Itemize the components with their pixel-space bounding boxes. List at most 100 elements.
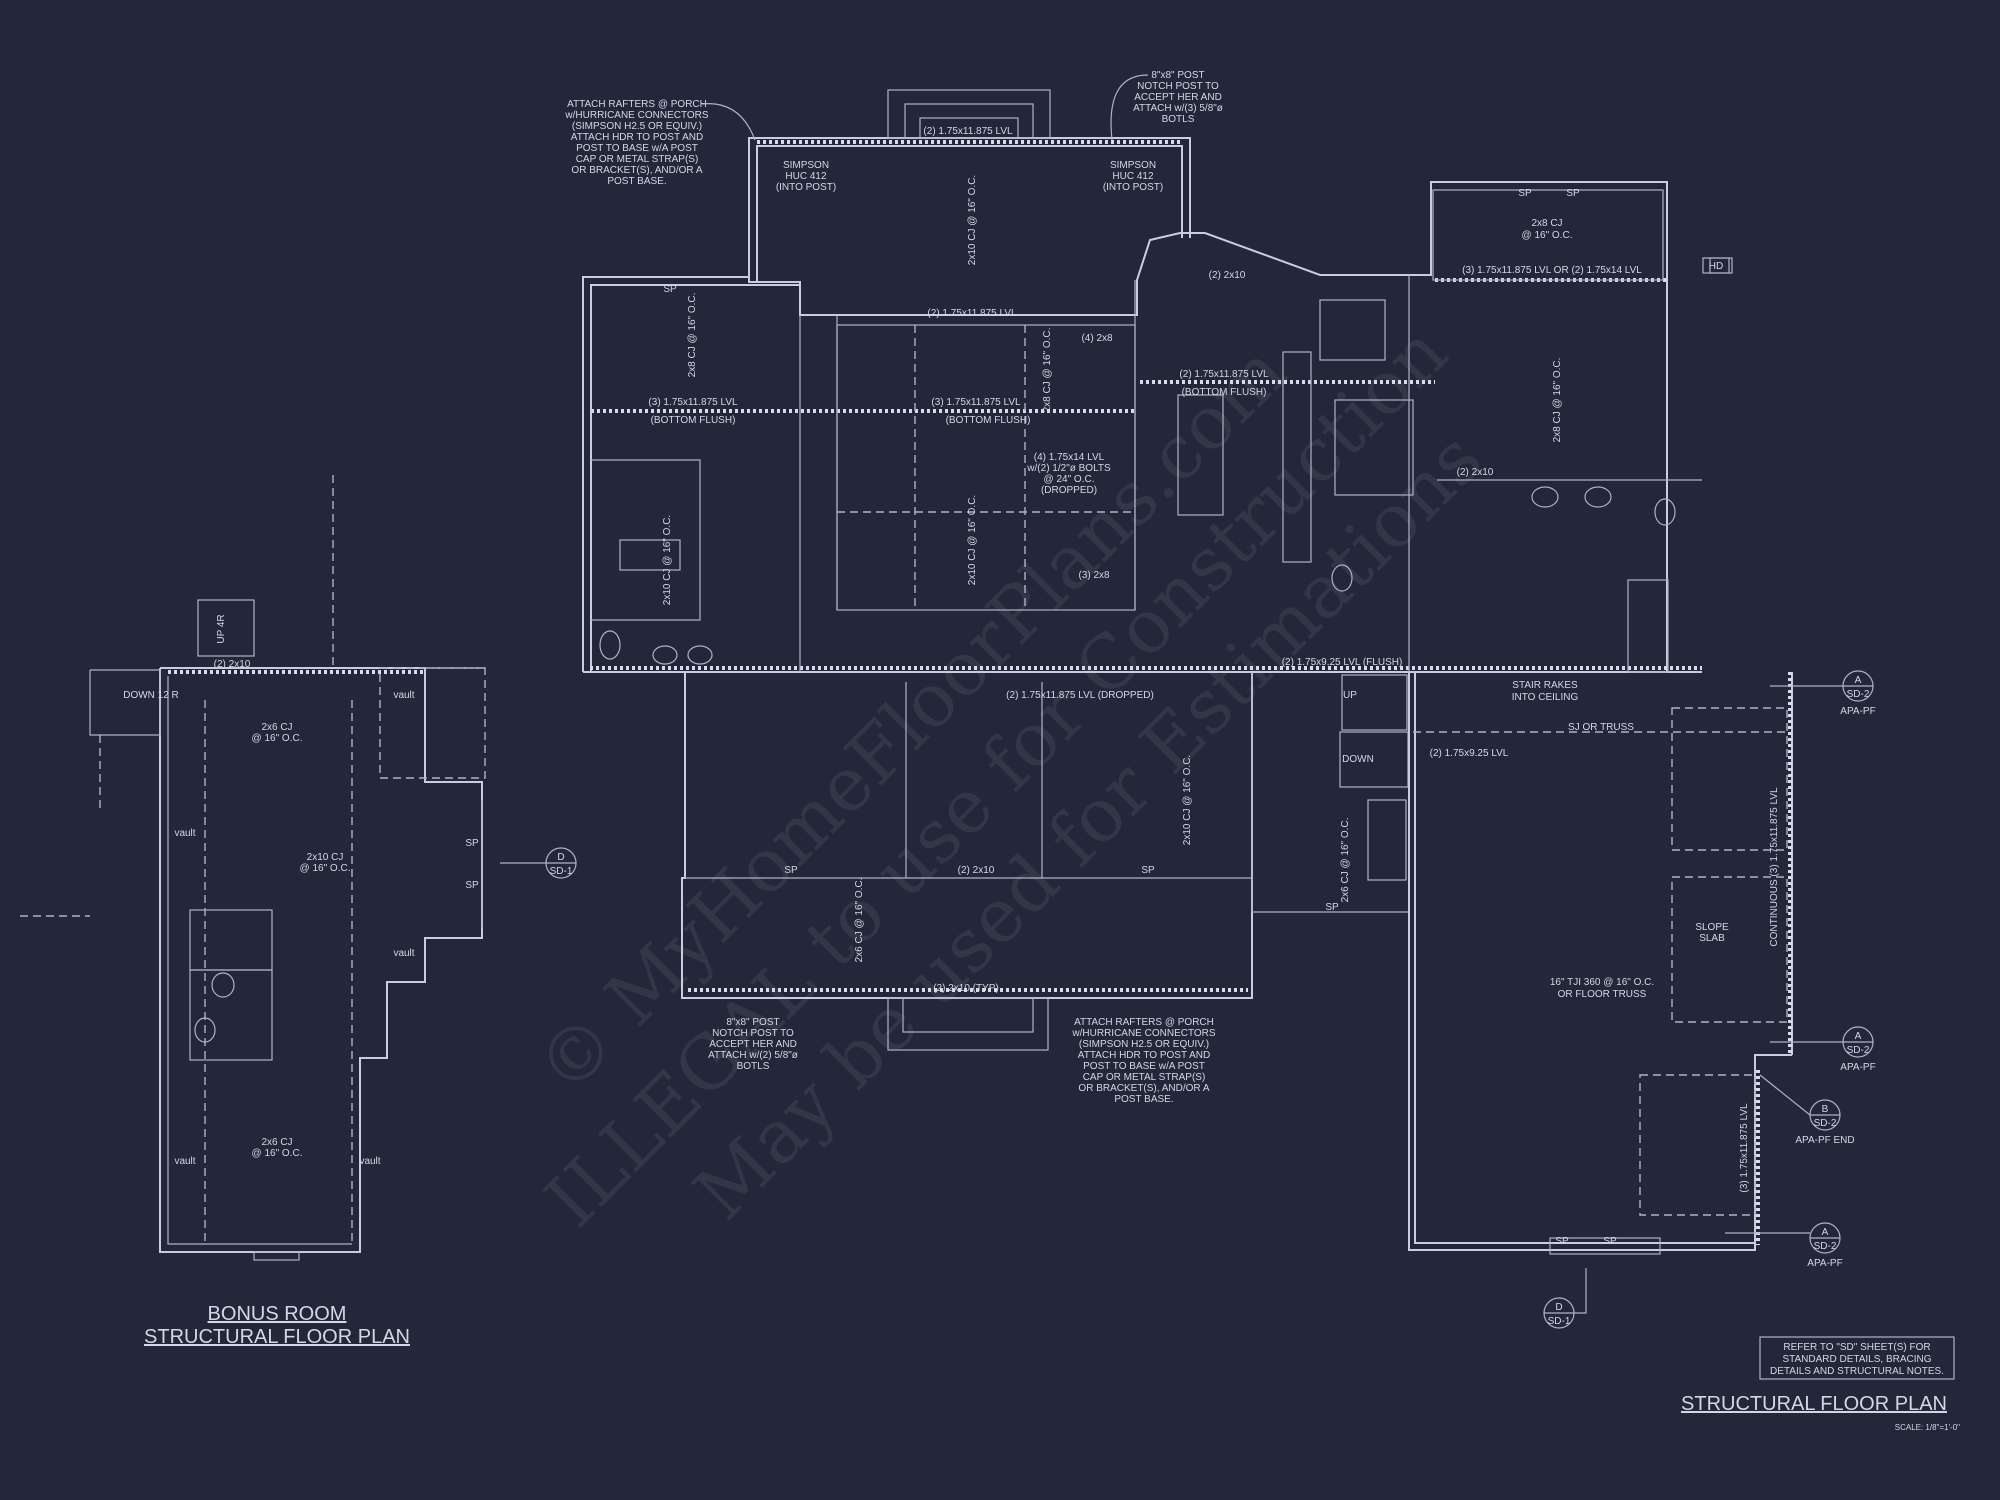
marker-sheet: SD-2: [1814, 1241, 1837, 1252]
note-line: CAP OR METAL STRAP(S): [1083, 1072, 1206, 1083]
label-sp: SP: [1566, 188, 1580, 199]
support-post-labels: SP SP SP SP SP SP SP SP SP SP: [465, 188, 1617, 1247]
marker-sheet: SD-1: [1548, 1316, 1571, 1327]
label-header: (3) 2x8: [1078, 570, 1110, 581]
note-line: ATTACH RAFTERS @ PORCH: [567, 99, 707, 110]
label-beam: (2) 1.75x11.875 LVL: [927, 308, 1017, 319]
note-line: SIMPSON: [783, 160, 829, 171]
label-stair-down: DOWN: [1342, 754, 1374, 765]
label-ceiling-joist: 2x6 CJ: [261, 1137, 292, 1148]
section-markers: A SD-2 APA-PF A SD-2 APA-PF B SD-2 APA-P…: [500, 670, 1876, 1329]
label-stair-rakes: INTO CEILING: [1512, 692, 1579, 703]
label-ceiling-joist: 2x10 CJ @ 16" O.C.: [1182, 755, 1193, 845]
marker-letter: A: [1822, 1227, 1829, 1238]
marker-letter: D: [1555, 1302, 1562, 1313]
marker-sheet: SD-1: [550, 866, 573, 877]
note-line: w/HURRICANE CONNECTORS: [564, 110, 708, 121]
label-sp: SP: [465, 838, 479, 849]
section-marker[interactable]: D SD-1: [1543, 1268, 1587, 1329]
label-sp: SP: [1141, 865, 1155, 876]
section-marker[interactable]: D SD-1: [500, 847, 577, 879]
marker-letter: A: [1855, 675, 1862, 686]
vertical-joist-labels: 2x8 CJ @ 16" O.C. 2x10 CJ @ 16" O.C. 2x8…: [662, 175, 1563, 963]
label-beam: (BOTTOM FLUSH): [1182, 387, 1267, 398]
marker-sheet: SD-2: [1814, 1118, 1837, 1129]
section-marker[interactable]: A SD-2 APA-PF: [1770, 1026, 1876, 1073]
label-beam: (4) 1.75x14 LVL: [1034, 452, 1105, 463]
label-sp: SP: [1325, 902, 1339, 913]
marker-letter: A: [1855, 1031, 1862, 1042]
label-header: (2) 2x10: [1209, 270, 1246, 281]
note-line: CAP OR METAL STRAP(S): [576, 154, 699, 165]
label-ceiling-joist: 2x10 CJ: [307, 852, 344, 863]
marker-sheet: SD-2: [1847, 1045, 1870, 1056]
section-marker[interactable]: A SD-2 APA-PF: [1770, 670, 1876, 717]
section-marker[interactable]: A SD-2 APA-PF: [1725, 1222, 1843, 1269]
label-ceiling-joist: 2x8 CJ @ 16" O.C.: [1042, 328, 1053, 413]
label-vault: vault: [393, 948, 414, 959]
label-sp: SP: [1555, 1236, 1569, 1247]
note-line: (SIMPSON H2.5 OR EQUIV.): [1079, 1039, 1209, 1050]
label-beam: (2) 1.75x9.25 LVL (FLUSH): [1282, 657, 1403, 668]
porch-note-bottom: ATTACH RAFTERS @ PORCH w/HURRICANE CONNE…: [1071, 1017, 1215, 1105]
note-line: STANDARD DETAILS, BRACING: [1782, 1354, 1931, 1365]
marker-note: APA-PF: [1807, 1258, 1842, 1269]
label-beam: (BOTTOM FLUSH): [946, 415, 1031, 426]
note-line: 8"x8" POST: [1151, 70, 1204, 81]
label-stair-rakes: STAIR RAKES: [1512, 680, 1578, 691]
label-beam: (3) 1.75x11.875 LVL OR (2) 1.75x14 LVL: [1462, 265, 1642, 276]
note-line: OR BRACKET(S), AND/OR A: [571, 165, 702, 176]
bonus-labels: 2x6 CJ @ 16" O.C. 2x10 CJ @ 16" O.C. 2x6…: [123, 614, 415, 1167]
label-header: (4) 2x8: [1081, 333, 1113, 344]
label-sp: SP: [663, 284, 677, 295]
label-sp: SP: [465, 880, 479, 891]
post-note-top: 8"x8" POST NOTCH POST TO ACCEPT HER AND …: [1133, 70, 1223, 125]
label-sp: SP: [1603, 1236, 1617, 1247]
label-header: (2) 2x10: [1457, 467, 1494, 478]
simpson-note-right: SIMPSON HUC 412 (INTO POST): [1103, 160, 1163, 193]
note-line: w/HURRICANE CONNECTORS: [1071, 1028, 1215, 1039]
house-outline: [582, 181, 1668, 672]
label-beam: (3) 1.75x11.875 LVL: [931, 397, 1021, 408]
label-garage-floor: 16" TJI 360 @ 16" O.C.: [1550, 977, 1654, 988]
note-line: SIMPSON: [1110, 160, 1156, 171]
note-line: 8"x8" POST: [726, 1017, 779, 1028]
beam-labels: (2) 1.75x11.875 LVL (2) 1.75x11.875 LVL …: [648, 126, 1780, 1193]
garage-outline: [1408, 672, 1760, 1251]
garage-dashed-area: [1671, 707, 1788, 851]
marker-note: APA-PF: [1840, 706, 1875, 717]
note-line: DETAILS AND STRUCTURAL NOTES.: [1770, 1366, 1944, 1377]
note-line: BOTLS: [737, 1061, 770, 1072]
label-slope-slab: SLAB: [1699, 933, 1725, 944]
label-beam: (3) 1.75x11.875 LVL: [648, 397, 738, 408]
note-line: POST TO BASE w/A POST: [1083, 1061, 1205, 1072]
label-header: (2) 2x10: [958, 865, 995, 876]
note-line: HUC 412: [785, 171, 827, 182]
label-beam: (2) 1.75x11.875 LVL (DROPPED): [1006, 690, 1154, 701]
label-ceiling-joist: 2x6 CJ: [261, 722, 292, 733]
kitchen-island: [1177, 394, 1224, 516]
marker-letter: D: [557, 852, 564, 863]
porch-note-top: ATTACH RAFTERS @ PORCH w/HURRICANE CONNE…: [564, 99, 708, 187]
note-line: (INTO POST): [776, 182, 836, 193]
hold-down-box: [1702, 257, 1730, 274]
note-line: REFER TO "SD" SHEET(S) FOR: [1783, 1342, 1930, 1353]
section-marker[interactable]: B SD-2 APA-PF END: [1759, 1074, 1855, 1146]
note-line: NOTCH POST TO: [1137, 81, 1219, 92]
marker-note: APA-PF: [1840, 1062, 1875, 1073]
label-ceiling-joist: @ 16" O.C.: [1522, 230, 1573, 241]
label-vault: vault: [174, 828, 195, 839]
label-stair-up: UP: [1343, 690, 1357, 701]
label-sj-truss: SJ OR TRUSS: [1568, 722, 1634, 733]
label-header: (2) 2x10 (TYP): [933, 983, 999, 994]
label-hold-down: HD: [1709, 261, 1723, 272]
marker-letter: B: [1822, 1104, 1829, 1115]
label-vault: vault: [174, 1156, 195, 1167]
note-line: (SIMPSON H2.5 OR EQUIV.): [572, 121, 702, 132]
main-floor-plan: [582, 89, 1793, 1255]
note-line: HUC 412: [1112, 171, 1154, 182]
note-line: BOTLS: [1162, 114, 1195, 125]
bonus-plan-title: BONUS ROOM: [208, 1303, 347, 1325]
label-beam: @ 24" O.C.: [1044, 474, 1095, 485]
